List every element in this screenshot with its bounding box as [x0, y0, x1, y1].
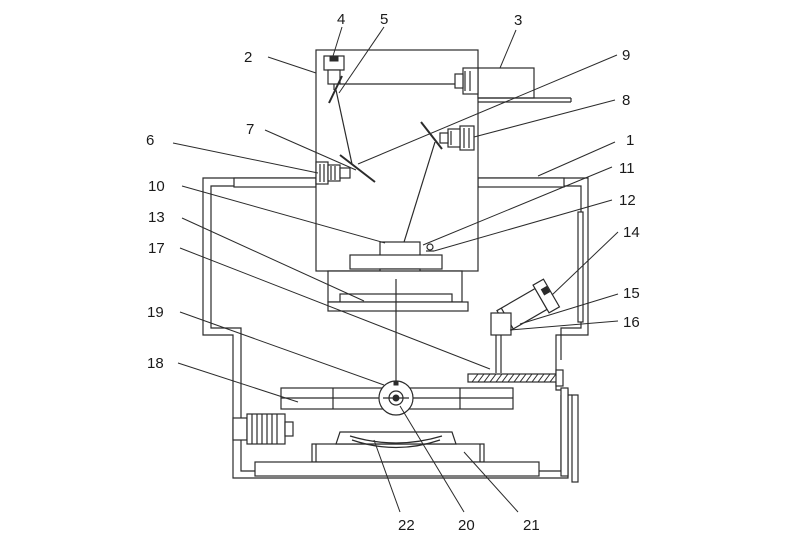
right-lens [439, 125, 475, 151]
label-2: 2 [244, 49, 252, 66]
label-14: 14 [623, 224, 640, 241]
label-15: 15 [623, 285, 640, 302]
base-21 [254, 461, 540, 477]
mirror-5 [328, 75, 343, 104]
label-9: 9 [622, 47, 630, 64]
label-21: 21 [523, 517, 540, 534]
label-20: 20 [458, 517, 475, 534]
label-5: 5 [380, 11, 388, 28]
label-16: 16 [623, 314, 640, 331]
hatched-plate [467, 369, 564, 387]
part-labels: 4 5 3 2 9 8 7 6 1 11 10 12 13 14 17 15 1… [146, 11, 640, 534]
label-1: 1 [626, 132, 634, 149]
rotation-wheel [378, 380, 414, 416]
leader-lines [172, 26, 619, 513]
label-19: 19 [147, 304, 164, 321]
mirror-9 [420, 121, 443, 150]
label-18: 18 [147, 355, 164, 372]
label-4: 4 [337, 11, 345, 28]
bottom-tray [311, 431, 485, 463]
stage-base [349, 254, 443, 270]
camera-box [454, 67, 572, 103]
mirror-7 [339, 154, 376, 183]
label-3: 3 [514, 12, 522, 29]
label-22: 22 [398, 517, 415, 534]
motor [232, 413, 294, 445]
screw-12 [426, 243, 434, 252]
label-7: 7 [246, 121, 254, 138]
top-source [323, 55, 345, 90]
label-12: 12 [619, 192, 636, 209]
label-11: 11 [619, 160, 635, 177]
label-13: 13 [148, 209, 165, 226]
label-6: 6 [146, 132, 154, 149]
sample-holder [379, 241, 421, 257]
label-10: 10 [148, 178, 165, 195]
label-17: 17 [148, 240, 165, 257]
label-8: 8 [622, 92, 630, 109]
